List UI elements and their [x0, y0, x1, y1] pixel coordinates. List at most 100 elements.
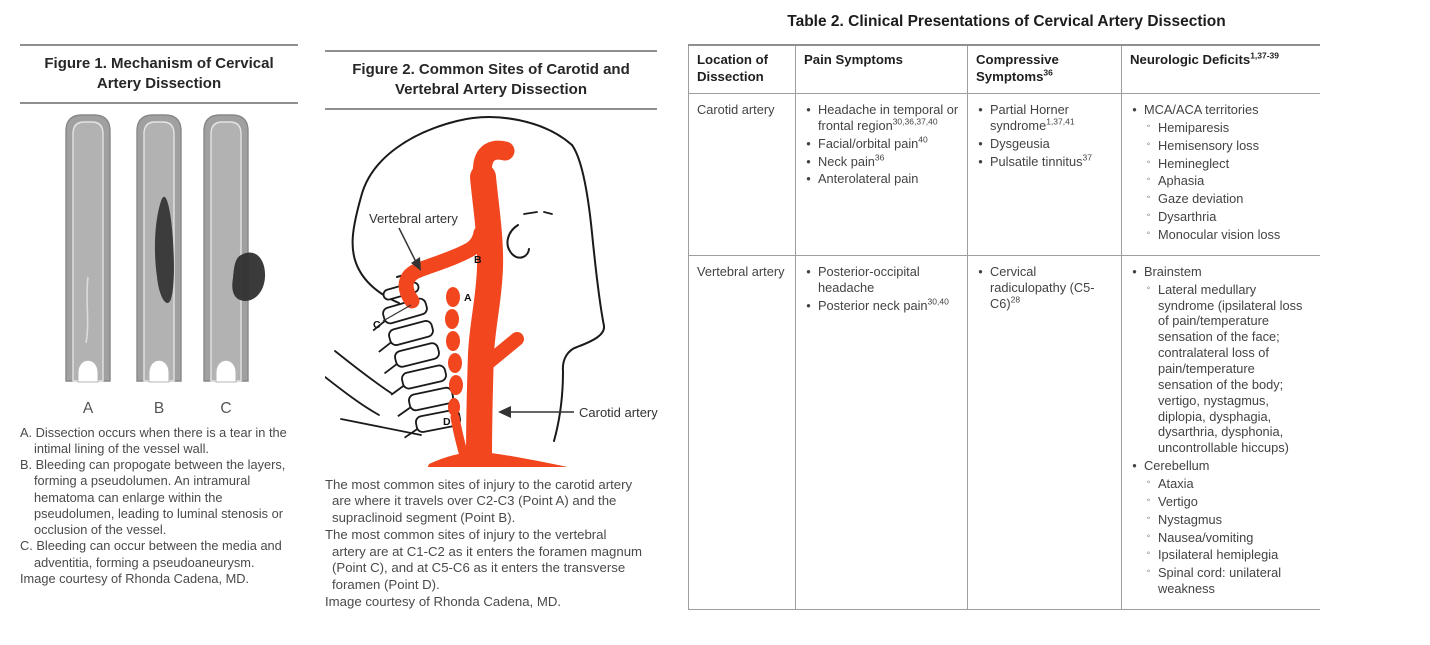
bullet-text: MCA/ACA territories [1144, 102, 1259, 117]
open-bullet-icon: ◦ [1146, 530, 1151, 542]
open-bullet-icon: ◦ [1146, 210, 1151, 222]
bullet-text: Facial/orbital pain40 [818, 134, 928, 151]
sub-bullet-text: Ataxia [1158, 476, 1194, 492]
sub-bullet-text: Hemiparesis [1158, 119, 1230, 135]
external-carotid-branch [476, 331, 524, 374]
figure1-caption-line: C. Bleeding can occur between the media … [20, 538, 282, 570]
figure2-panel: Figure 2. Common Sites of Carotid and Ve… [325, 50, 658, 611]
vessel-c [203, 113, 266, 383]
bullet-text: Anterolateral pain [818, 171, 919, 187]
bullet-icon: • [1132, 458, 1137, 474]
column-header: Location of Dissection [688, 45, 796, 94]
open-bullet-icon: ◦ [1146, 477, 1151, 489]
vessel-a-lumen-opening [77, 359, 99, 383]
bullet-item: •Anterolateral pain [804, 171, 960, 187]
sub-bullet-item: ◦ Aphasia [1144, 173, 1313, 189]
sub-bullet-text: Hemineglect [1158, 155, 1230, 171]
sub-bullet-item: ◦Hemineglect [1144, 156, 1313, 172]
vessel-labels: A B C [83, 400, 232, 417]
bullet-text: Posterior neck pain30,40 [818, 296, 949, 313]
intramural-hematoma [154, 196, 174, 303]
sub-bullet-item: ◦Ipsilateral hemiplegia [1144, 547, 1313, 563]
sub-bullet-item: ◦Dysarthria [1144, 209, 1313, 225]
bullet-text: Pulsatile tinnitus37 [990, 152, 1092, 169]
open-bullet-icon: ◦ [1146, 174, 1151, 186]
point-b: B [474, 254, 482, 266]
figure1-top-rule [20, 44, 298, 46]
reference-superscript: 30,36,37,40 [892, 116, 938, 127]
bullet-icon: • [978, 263, 983, 279]
bullet-text: Cervical radiculopathy (C5-C6)28 [990, 263, 1095, 311]
reference-superscript: 37 [1082, 152, 1092, 163]
figure1-caption: A. Dissection occurs when there is a tea… [20, 425, 298, 588]
sub-bullet-item: ◦Lateral medullary syndrome (ipsilateral… [1144, 282, 1313, 456]
bullet-text: Posterior-occipital headache [818, 263, 920, 295]
vessel-label-c: C [220, 400, 231, 417]
carotid-artery-label: Carotid artery [579, 405, 658, 420]
vessel-b-lumen-opening [148, 359, 170, 383]
vertebral-artery-shape [398, 225, 489, 309]
neurologic-cell: •MCA/ACA territories◦Hemiparesis◦Hemisen… [1122, 94, 1320, 256]
figure1-caption-line: Image courtesy of Rhonda Cadena, MD. [20, 570, 250, 586]
arteries [398, 140, 524, 467]
open-bullet-icon: ◦ [1146, 512, 1151, 524]
bullet-icon: • [978, 102, 983, 117]
point-letters: B A C D [373, 254, 482, 428]
table2-title: Table 2. Clinical Presentations of Cervi… [787, 13, 1226, 30]
bullet-item: •Posterior neck pain30,40 [804, 296, 960, 314]
vessel-b [136, 113, 182, 383]
reference-superscript: 40 [918, 134, 928, 145]
sub-bullet-text: Monocular vision loss [1158, 227, 1281, 243]
bullet-item: • Cervical radiculopathy (C5-C6)28 [976, 264, 1114, 312]
column-header: Pain Symptoms [795, 45, 968, 94]
bullet-item: •Brainstem [1130, 264, 1313, 280]
aortic-base [427, 451, 568, 467]
head-outline [325, 115, 606, 442]
neurologic-cell: •Brainstem◦Lateral medullary syndrome (i… [1122, 255, 1320, 609]
bullet-item: •Pulsatile tinnitus37 [976, 152, 1114, 170]
sub-bullet-text: Aphasia [1158, 173, 1205, 189]
intimal-tear [85, 276, 89, 343]
carotid-arrowhead-icon [498, 405, 511, 418]
shoulder-lines [325, 349, 422, 436]
figure1-caption-line: A. Dissection occurs when there is a tea… [20, 424, 287, 456]
table-body: Carotid artery•Headache in temporal or f… [688, 93, 1320, 610]
reference-superscript: 36 [874, 152, 885, 163]
bullet-icon: • [806, 135, 811, 151]
figure2-caption-line: The most common sites of injury to the c… [325, 476, 633, 526]
open-bullet-icon: ◦ [1146, 138, 1151, 150]
carotid-siphon [472, 140, 515, 189]
ear-sketch [506, 223, 530, 259]
sub-bullet-item: ◦Gaze deviation [1144, 191, 1313, 207]
point-c: C [373, 319, 381, 331]
point-a: A [464, 292, 472, 304]
compressive-cell: • Cervical radiculopathy (C5-C6)28 [967, 255, 1122, 610]
bullet-item: •Posterior-occipital headache [804, 264, 960, 296]
sub-bullet-text: Vertigo [1158, 493, 1198, 509]
bullet-text: Dysgeusia [990, 135, 1050, 151]
table-row: Vertebral artery•Posterior-occipital hea… [688, 255, 1320, 610]
column-header: Compressive Symptoms36 [967, 45, 1122, 94]
open-bullet-icon: ◦ [1146, 566, 1151, 578]
vessel-label-b: B [154, 400, 164, 417]
sub-bullet-item: ◦Nausea/vomiting [1144, 530, 1313, 546]
compressive-cell: •Partial Horner syndrome1,37,41•Dysgeusi… [967, 93, 1122, 256]
sub-bullet-text: Hemisensory loss [1158, 137, 1259, 153]
table-row: Carotid artery•Headache in temporal or f… [688, 93, 1320, 256]
open-bullet-icon: ◦ [1146, 548, 1151, 560]
location-cell: Vertebral artery [688, 255, 796, 610]
vertebral-artery-label: Vertebral artery [369, 211, 458, 226]
bullet-text: Neck pain36 [818, 152, 885, 169]
figure1-caption-line: B. Bleeding can propogate between the la… [20, 457, 286, 538]
table2-panel: Table 2. Clinical Presentations of Cervi… [688, 13, 1325, 611]
reference-superscript: 36 [1043, 67, 1053, 78]
figure2-top-rule [325, 50, 657, 52]
bullet-icon: • [1132, 263, 1137, 279]
vertebral-foramina-dots [427, 286, 568, 467]
sub-bullet-item: ◦Monocular vision loss [1144, 227, 1313, 243]
figure2-annotations: Vertebral artery Carotid artery B A C D [369, 211, 658, 428]
figure1-title: Figure 1. Mechanism of Cervical Artery D… [44, 55, 274, 92]
sub-bullet-text: Lateral medullary syndrome (ipsilateral … [1158, 281, 1303, 456]
vertebral-arrowhead-icon [411, 256, 421, 271]
